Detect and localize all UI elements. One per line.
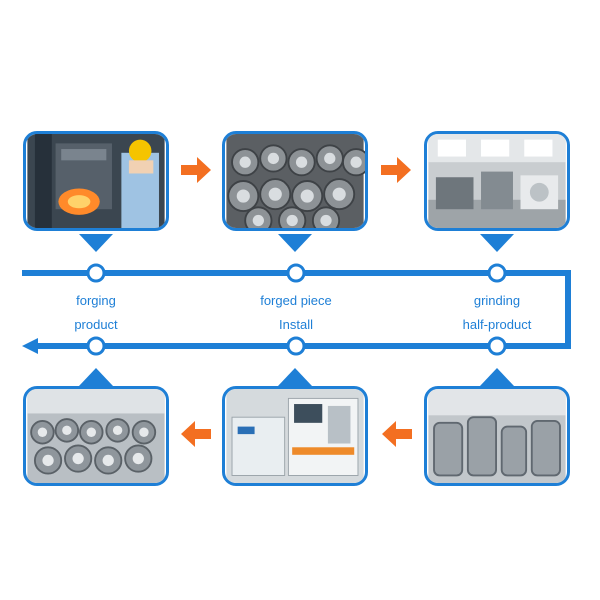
label-product: product [74, 317, 118, 332]
label-forged-piece: forged piece [260, 293, 332, 308]
node-half-product [487, 336, 507, 356]
pointer-half-product [480, 368, 514, 386]
photo-grinding-shop [424, 131, 570, 231]
half-product-stock-image [428, 389, 566, 483]
photo-forging-press [23, 131, 169, 231]
pointer-grinding [480, 234, 514, 252]
photo-product-warehouse [23, 386, 169, 486]
orange-arrow-icon [382, 421, 412, 447]
forging-press-image [27, 134, 165, 228]
pointer-forging [79, 234, 113, 252]
grinding-shop-image [428, 134, 566, 228]
orange-arrow-icon [181, 421, 211, 447]
node-grinding [487, 263, 507, 283]
label-half-product: half-product [462, 317, 532, 332]
label-install: Install [279, 317, 313, 332]
pointer-product [79, 368, 113, 386]
flow-arrowhead-icon [22, 338, 38, 354]
label-forging: forging [76, 293, 116, 308]
node-product [86, 336, 106, 356]
install-machine-image [226, 389, 364, 483]
orange-arrow-icon [181, 157, 211, 183]
photo-install-machine [222, 386, 368, 486]
photo-half-product-stock [424, 386, 570, 486]
node-forged-piece [286, 263, 306, 283]
label-grinding: grinding [473, 293, 521, 308]
photo-forged-rings [222, 131, 368, 231]
forged-rings-image [226, 134, 365, 228]
pointer-install [278, 368, 312, 386]
orange-arrow-icon [381, 157, 411, 183]
node-forging [86, 263, 106, 283]
pointer-forged-piece [278, 234, 312, 252]
product-warehouse-image [27, 389, 165, 483]
node-install [286, 336, 306, 356]
